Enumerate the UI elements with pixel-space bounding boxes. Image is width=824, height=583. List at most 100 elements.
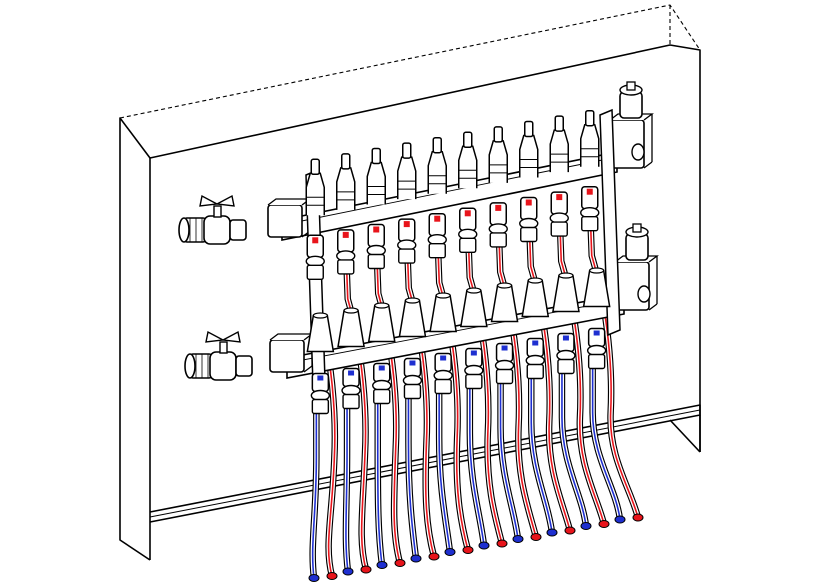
supply-pipe-end bbox=[632, 513, 644, 522]
valve-nut-right bbox=[235, 355, 253, 377]
return-pipe-end bbox=[614, 515, 626, 524]
return-pipe-end bbox=[376, 561, 388, 569]
return-fitting bbox=[402, 357, 423, 400]
supply-pipe-end bbox=[496, 539, 508, 548]
return-fitting bbox=[310, 372, 331, 415]
compression-fitting bbox=[373, 388, 391, 405]
ball-valve-icon bbox=[184, 330, 253, 381]
return-end-block-face bbox=[269, 339, 305, 373]
air-vent-body bbox=[619, 91, 643, 119]
air-vent-knob bbox=[626, 81, 636, 91]
manifold-assembly bbox=[178, 81, 659, 582]
return-pipe-core bbox=[499, 361, 519, 540]
return-pipe-core bbox=[311, 391, 318, 579]
valve-cap-stem bbox=[371, 147, 381, 165]
valve-cap-stem bbox=[310, 158, 320, 176]
compression-fitting bbox=[428, 242, 446, 259]
flow-meter-indicator bbox=[495, 204, 502, 211]
supply-pipe-end bbox=[394, 559, 406, 567]
compression-fitting bbox=[403, 383, 422, 400]
valve-cone-top bbox=[404, 297, 421, 304]
return-pipe-core bbox=[407, 376, 417, 560]
compression-fitting bbox=[557, 358, 575, 375]
valve-cone-body bbox=[459, 289, 488, 328]
compression-fitting bbox=[489, 232, 507, 248]
return-valve-cone bbox=[521, 277, 550, 318]
valve-cap-stem bbox=[432, 136, 442, 154]
return-pipe-core bbox=[469, 366, 485, 547]
valve-cap-body bbox=[366, 161, 386, 205]
return-valve-cone bbox=[582, 267, 611, 308]
valve-cone-top bbox=[589, 267, 605, 274]
supply-pipe-end bbox=[360, 565, 372, 574]
return-fitting bbox=[464, 347, 484, 390]
return-fitting-indicator bbox=[317, 375, 324, 381]
valve-stem bbox=[219, 341, 228, 354]
return-fitting-indicator bbox=[562, 335, 569, 341]
valve-cone-top bbox=[558, 272, 574, 279]
valve-cone-top bbox=[435, 292, 451, 299]
valve-handle bbox=[205, 330, 241, 343]
valve-cone-top bbox=[466, 287, 482, 294]
valve-cap-body bbox=[427, 150, 447, 194]
compression-fitting bbox=[587, 353, 606, 370]
valve-cone-body bbox=[521, 279, 550, 318]
flow-meter-indicator bbox=[342, 231, 349, 238]
return-fitting-indicator bbox=[440, 355, 447, 361]
return-pipe-core bbox=[438, 371, 451, 553]
return-fitting-indicator bbox=[409, 360, 416, 366]
return-pipe-end bbox=[546, 528, 558, 537]
return-fitting-indicator bbox=[532, 340, 539, 346]
flow-meter bbox=[458, 207, 478, 254]
flow-meter bbox=[366, 223, 386, 270]
compression-fitting bbox=[526, 363, 544, 380]
valve-cone-top bbox=[496, 282, 513, 289]
compression-fitting bbox=[306, 264, 324, 280]
flow-meter bbox=[397, 218, 417, 264]
flow-meter bbox=[427, 212, 447, 259]
valve-cap-body bbox=[305, 172, 325, 216]
valve-handle bbox=[199, 194, 235, 207]
valve-cone-body bbox=[398, 299, 427, 338]
valve-cap-body bbox=[336, 167, 356, 210]
valve-body bbox=[209, 351, 237, 381]
compression-fitting bbox=[337, 259, 355, 275]
return-pipe-core bbox=[561, 351, 587, 527]
return-fitting-indicator bbox=[378, 365, 385, 371]
flow-meter-indicator bbox=[312, 237, 319, 244]
flow-meter-indicator bbox=[464, 210, 471, 217]
compression-fitting bbox=[398, 248, 416, 264]
valve-cap-stem bbox=[524, 120, 534, 138]
return-valve-cone bbox=[429, 292, 458, 333]
supply-valve-cap bbox=[336, 153, 356, 210]
flow-meter bbox=[549, 191, 569, 237]
return-pipe-core bbox=[376, 381, 383, 566]
flow-meter bbox=[336, 229, 356, 275]
air-vent-knob bbox=[632, 223, 642, 233]
return-fitting-indicator bbox=[348, 370, 355, 376]
valve-cone-body bbox=[337, 309, 365, 348]
return-valve-cone bbox=[337, 307, 365, 348]
flow-meter-indicator bbox=[434, 215, 441, 222]
flow-meter bbox=[519, 196, 539, 243]
valve-cap-body bbox=[549, 129, 569, 173]
return-pipe-end bbox=[410, 554, 422, 563]
return-pipe-end bbox=[512, 535, 524, 543]
valve-cap-stem bbox=[493, 126, 503, 143]
supply-pipe-end bbox=[428, 552, 440, 561]
return-fitting bbox=[372, 362, 392, 405]
flow-meter bbox=[488, 202, 508, 248]
valve-cap-body bbox=[458, 145, 478, 189]
compression-fitting bbox=[434, 378, 452, 395]
return-pipe-core bbox=[345, 386, 349, 573]
valve-cap-stem bbox=[341, 153, 351, 170]
supply-pipe-end bbox=[530, 533, 542, 541]
return-end-block-top bbox=[269, 333, 314, 341]
compression-fitting bbox=[495, 368, 514, 385]
supply-end-block-face bbox=[267, 204, 303, 238]
return-fitting-indicator bbox=[501, 345, 508, 351]
valve-cap-stem bbox=[554, 115, 564, 132]
valve-cap-body bbox=[488, 140, 508, 183]
valve-cone-top bbox=[312, 312, 328, 319]
